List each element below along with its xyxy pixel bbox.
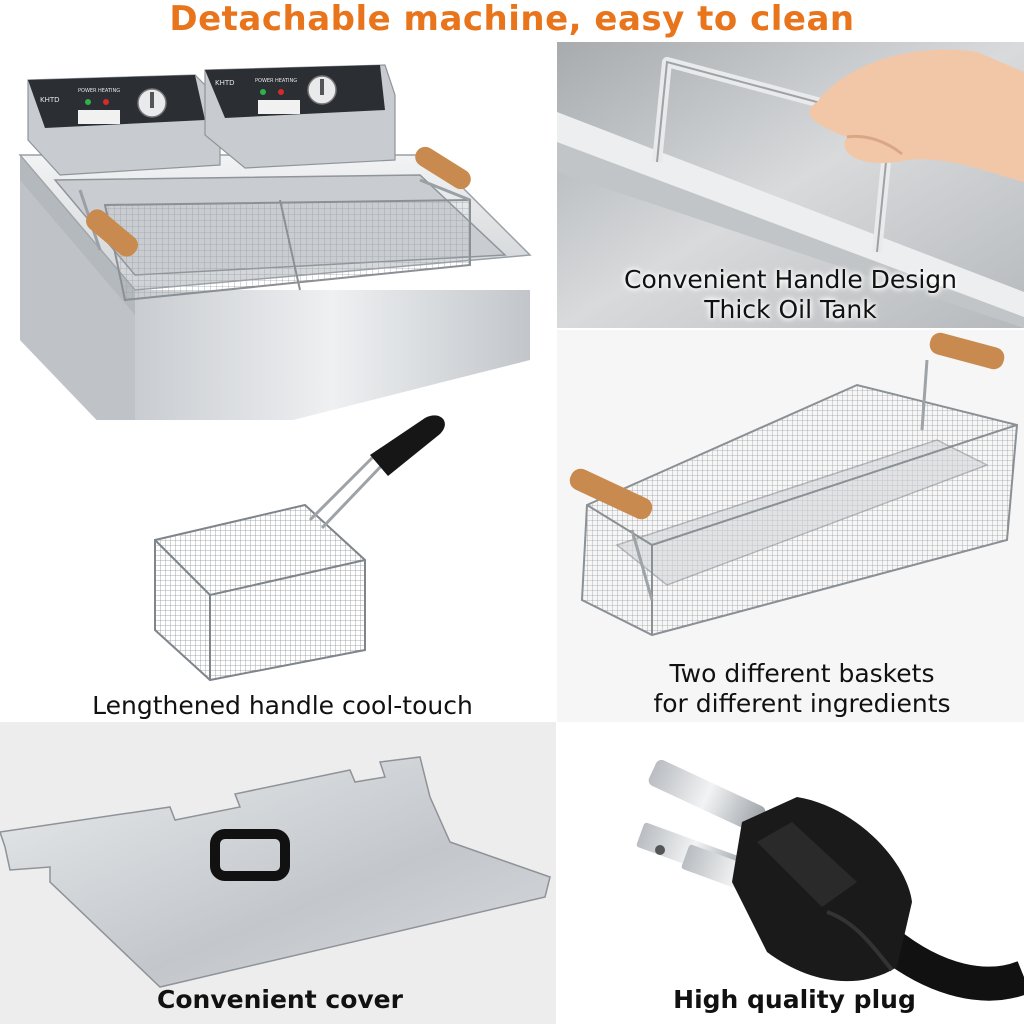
large-basket-caption-line2: for different ingredients <box>653 689 951 718</box>
heating-label-left: HEATING <box>98 88 120 94</box>
control-head-right: KHTD POWER HEATING <box>204 64 396 169</box>
handle-caption-line2: Thick Oil Tank <box>704 295 877 324</box>
wooden-handle-icon <box>78 189 138 257</box>
handle-closeup-panel: Convenient Handle Design Thick Oil Tank <box>557 42 1024 328</box>
control-head-left: KHTD POWER HEATING <box>27 74 221 176</box>
ground-pin-icon <box>648 759 766 833</box>
fryer-panel: KHTD POWER HEATING KHTD POWER HEATING <box>0 40 550 420</box>
wooden-handle-icon <box>920 332 1005 431</box>
power-light-icon <box>260 89 266 95</box>
cool-touch-grip-icon <box>370 415 445 476</box>
cover-caption: Convenient cover <box>157 985 403 1014</box>
large-basket-illustration <box>569 332 1019 637</box>
power-label-left: POWER <box>78 88 97 94</box>
small-basket-panel: Lengthened handle cool-touch <box>0 410 550 722</box>
instruction-sticker <box>258 100 300 114</box>
power-cord-icon <box>876 928 1024 1001</box>
power-label-right: POWER <box>255 78 274 84</box>
plug-illustration <box>636 759 1024 1001</box>
plug-panel: High quality plug <box>557 722 1024 1024</box>
cover-panel: Convenient cover <box>0 722 556 1024</box>
page-title: Detachable machine, easy to clean <box>169 0 855 39</box>
hand-icon <box>809 49 1024 182</box>
double-fryer-illustration: KHTD POWER HEATING KHTD POWER HEATING <box>18 64 532 420</box>
brand-label-right: KHTD <box>215 79 235 87</box>
power-light-icon <box>85 99 91 105</box>
brand-label-left: KHTD <box>40 96 60 104</box>
large-basket-panel: Two different baskets for different ingr… <box>557 330 1024 722</box>
heating-light-icon <box>103 99 109 105</box>
heating-light-icon <box>278 89 284 95</box>
small-basket-illustration <box>154 415 445 682</box>
tank-handle-illustration <box>557 42 1024 328</box>
wooden-handle-icon <box>415 146 471 202</box>
lid-handle-icon <box>210 829 290 881</box>
large-basket-caption-line1: Two different baskets <box>669 659 935 688</box>
wooden-handle-icon <box>569 468 654 601</box>
cover-illustration <box>0 756 551 988</box>
heating-label-right: HEATING <box>275 78 297 84</box>
small-basket-caption: Lengthened handle cool-touch <box>92 691 473 720</box>
plug-caption: High quality plug <box>673 985 916 1014</box>
handle-caption-line1: Convenient Handle Design <box>624 265 957 294</box>
instruction-sticker <box>78 110 120 124</box>
